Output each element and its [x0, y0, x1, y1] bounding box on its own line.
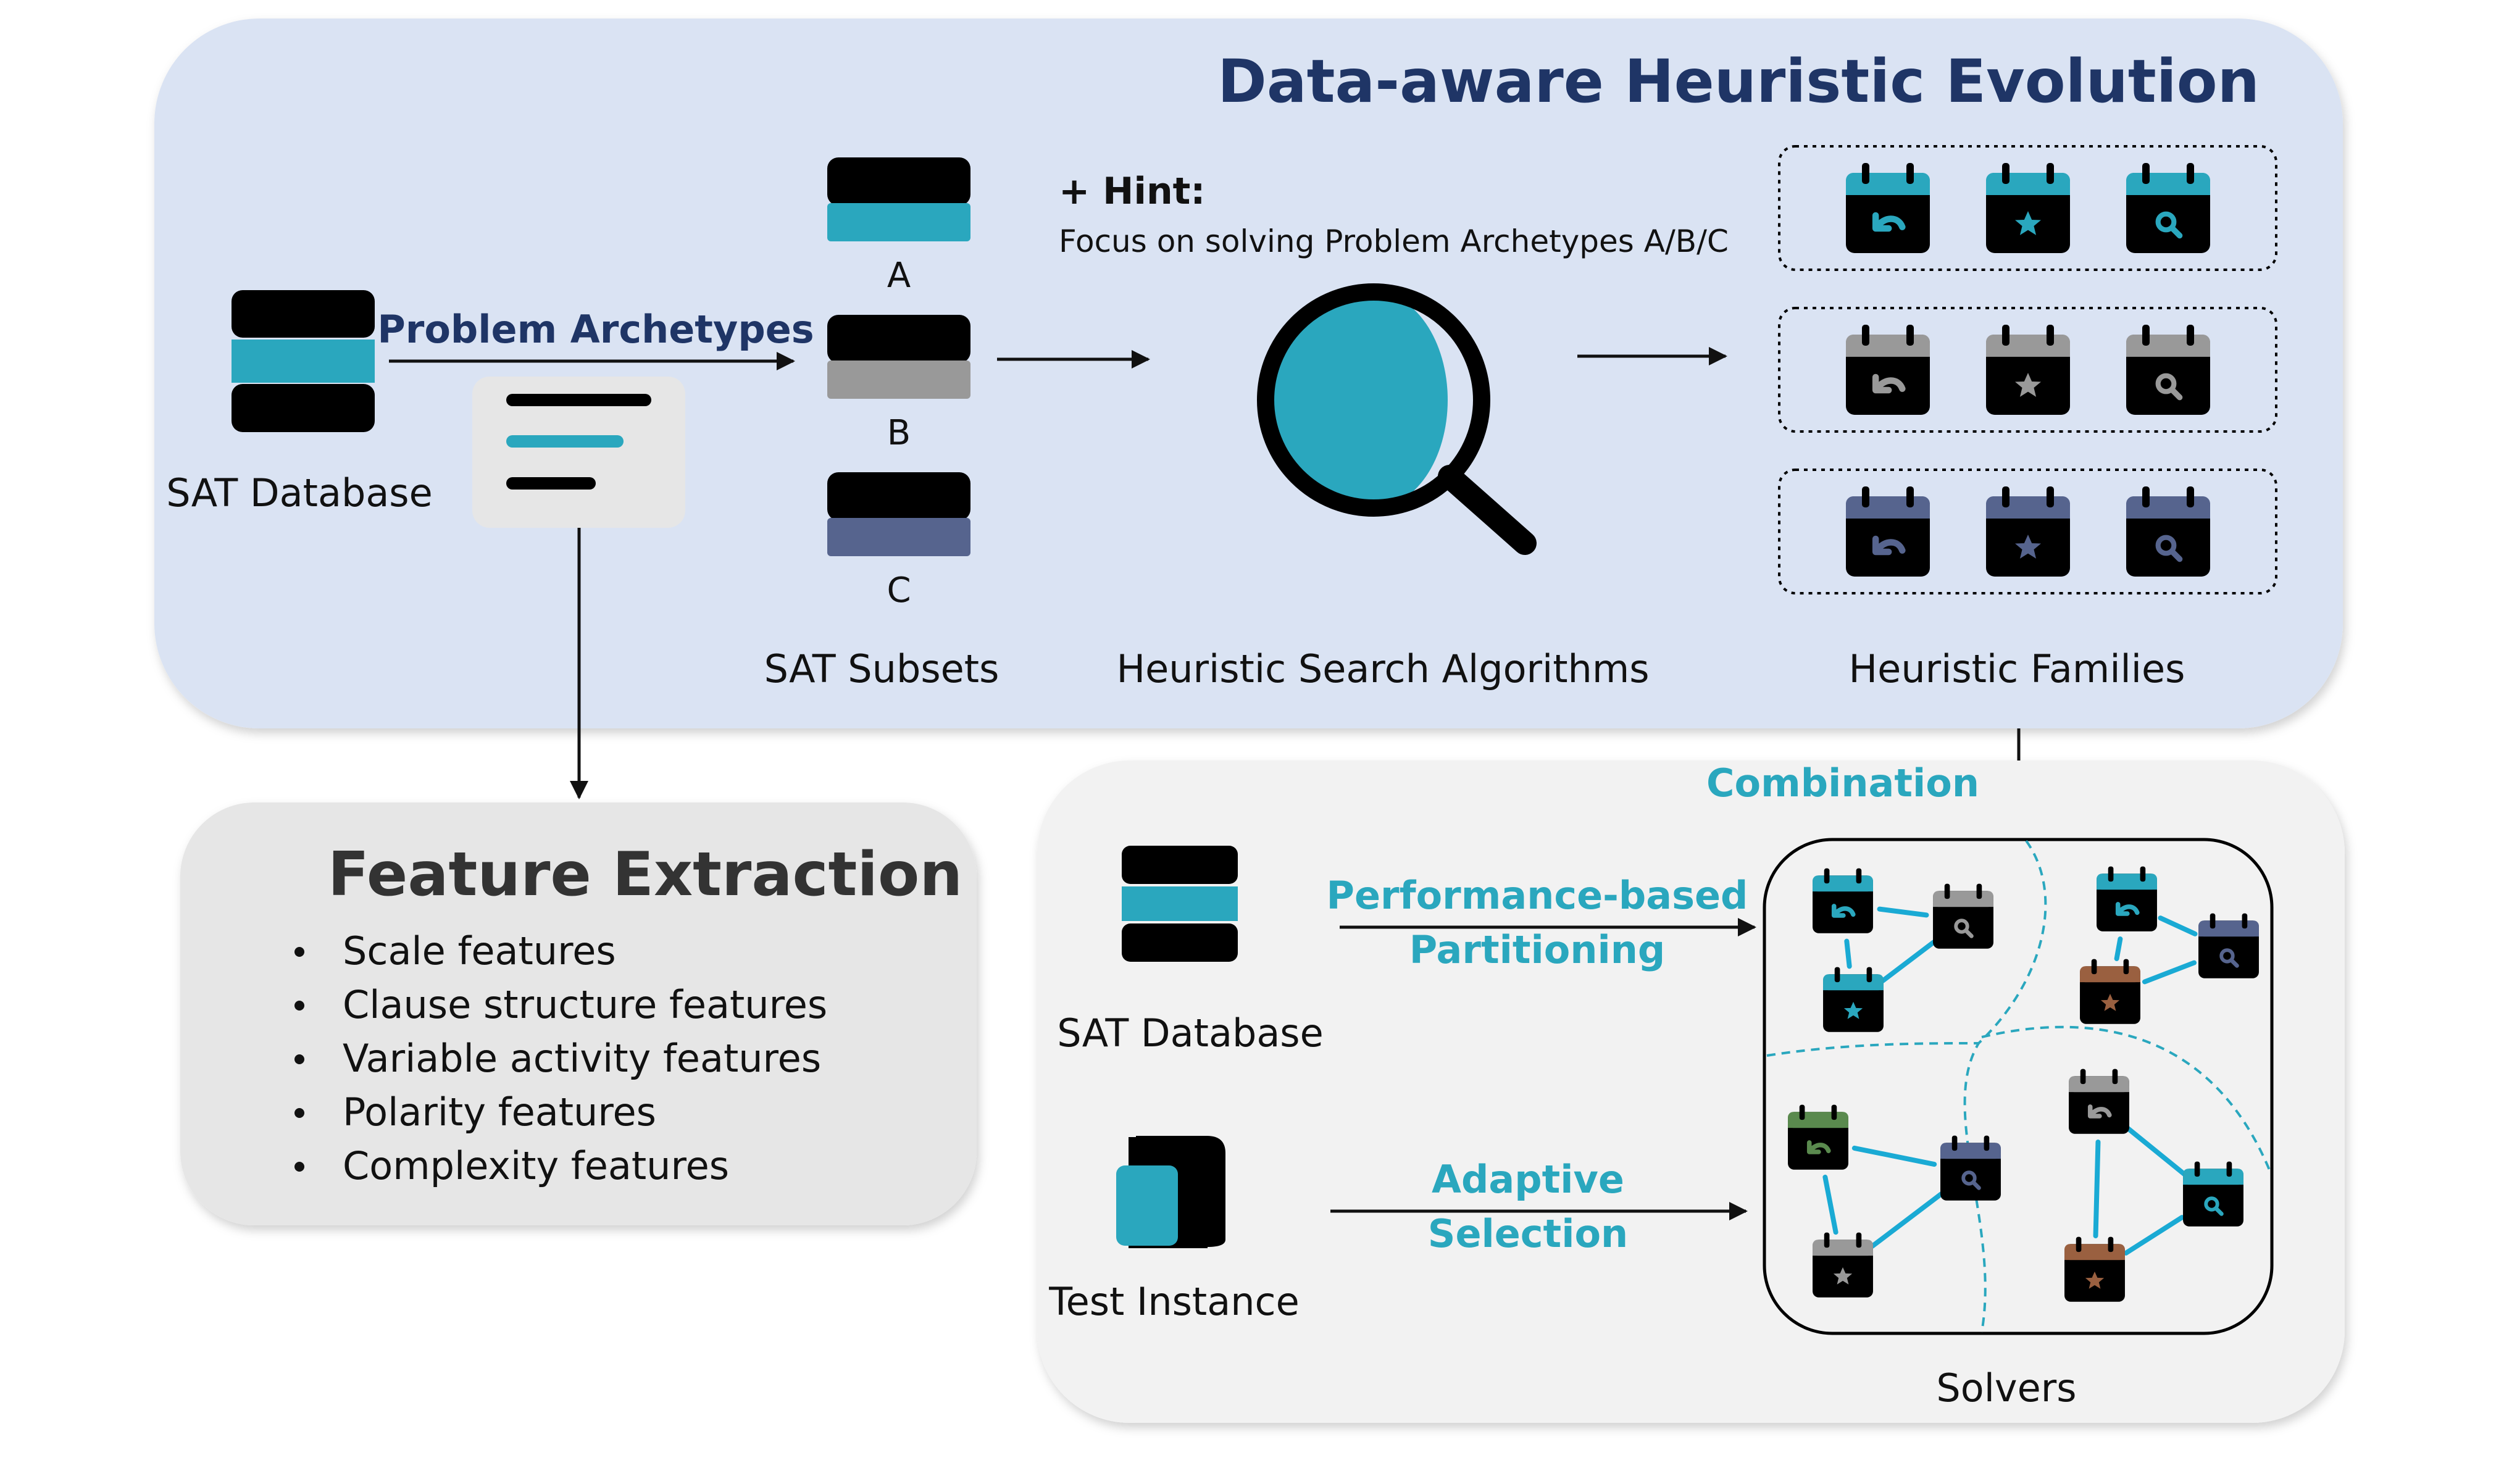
partitioning-label-1: Performance-based	[1327, 873, 1748, 918]
solver-edges	[1822, 906, 2198, 1256]
feature-item: Polarity features	[294, 1090, 656, 1135]
undo-icon	[1846, 486, 1930, 577]
solver-edge	[1877, 906, 1929, 918]
subset-label: C	[887, 570, 911, 611]
partition-boundaries	[1766, 840, 2272, 1333]
test-instance-label: Test Instance	[1048, 1279, 1300, 1324]
subset-a: A	[827, 157, 970, 296]
subset-b: B	[827, 315, 970, 453]
sat-subsets: A B C	[827, 157, 970, 611]
svg-text:Clause structure features: Clause structure features	[343, 982, 827, 1027]
hint-text: Focus on solving Problem Archetypes A/B/…	[1059, 223, 1729, 259]
search-icon	[2183, 1161, 2243, 1227]
heuristic-family-1	[1778, 145, 2277, 271]
heuristic-families-label: Heuristic Families	[1849, 646, 2185, 691]
feature-item: Complexity features	[294, 1143, 729, 1188]
undo-icon	[1846, 325, 1930, 415]
subset-c: C	[827, 472, 970, 611]
search-icon	[2126, 163, 2210, 253]
solver-edge	[1822, 1174, 1838, 1235]
star-icon	[1813, 1232, 1873, 1298]
feature-item: Variable activity features	[294, 1036, 821, 1081]
heuristic-families	[1778, 145, 2277, 594]
sat-database-label-bottom: SAT Database	[1057, 1011, 1324, 1056]
solver-edge	[2158, 915, 2198, 936]
star-icon	[2080, 959, 2140, 1024]
svg-text:Variable activity features: Variable activity features	[343, 1036, 821, 1081]
solver-edge	[2125, 1125, 2187, 1177]
star-icon	[2064, 1236, 2125, 1302]
undo-icon	[2097, 866, 2157, 932]
subset-label: B	[887, 413, 911, 453]
solver-edge	[1851, 1145, 1937, 1167]
feature-extraction-panel	[180, 802, 977, 1225]
solver-edge	[2142, 960, 2197, 985]
subset-label: A	[887, 256, 911, 296]
search-icon	[2198, 913, 2259, 978]
archetype-document-icon	[472, 377, 685, 528]
search-icon	[2126, 486, 2210, 577]
heuristic-search-label: Heuristic Search Algorithms	[1116, 646, 1649, 691]
star-icon	[1823, 967, 1884, 1032]
adaptive-label-2: Selection	[1428, 1211, 1628, 1256]
feature-item: Scale features	[294, 928, 616, 973]
feature-item: Clause structure features	[294, 982, 827, 1027]
hint-title: + Hint:	[1059, 170, 1205, 213]
search-icon	[1933, 883, 1993, 949]
combination-label: Combination	[1706, 761, 1979, 806]
search-icon	[1940, 1135, 2001, 1201]
sat-subsets-label: SAT Subsets	[764, 646, 1000, 691]
undo-icon	[2069, 1069, 2129, 1134]
solver-edge	[2123, 1215, 2185, 1256]
evolution-panel	[154, 19, 2343, 728]
svg-text:Complexity features: Complexity features	[343, 1143, 729, 1188]
adaptive-label-1: Adaptive	[1432, 1157, 1624, 1202]
sat-database-icon-bottom	[1122, 846, 1238, 962]
sat-database-label: SAT Database	[166, 470, 433, 515]
problem-archetypes-label: Problem Archetypes	[377, 307, 814, 352]
solver-edge	[2093, 1139, 2101, 1239]
undo-icon	[1813, 868, 1873, 933]
star-icon	[1986, 163, 2070, 253]
solvers-label: Solvers	[1936, 1365, 2076, 1411]
undo-icon	[1846, 163, 1930, 253]
heuristic-family-2	[1778, 307, 2277, 433]
evolution-title: Data-aware Heuristic Evolution	[1217, 47, 2260, 116]
solver-edge	[1844, 938, 1852, 969]
search-icon	[2126, 325, 2210, 415]
feature-extraction-title: Feature Extraction	[328, 840, 962, 910]
test-instance-icon	[1116, 1136, 1225, 1248]
heuristic-search-magnifier-icon	[1257, 283, 1537, 555]
star-icon	[1986, 325, 2070, 415]
star-icon	[1986, 486, 2070, 577]
solver-edge	[2114, 936, 2123, 961]
sat-database-icon	[232, 290, 375, 432]
heuristic-family-3	[1778, 469, 2277, 594]
partitioning-label-2: Partitioning	[1409, 927, 1665, 972]
svg-text:Polarity features: Polarity features	[343, 1090, 656, 1135]
svg-text:Scale features: Scale features	[343, 928, 616, 973]
solver-graph	[1788, 866, 2259, 1302]
undo-icon	[1788, 1104, 1848, 1170]
solvers-box	[1763, 838, 2274, 1335]
solver-edge	[1869, 1191, 1944, 1249]
solver-edge	[1880, 940, 1937, 983]
